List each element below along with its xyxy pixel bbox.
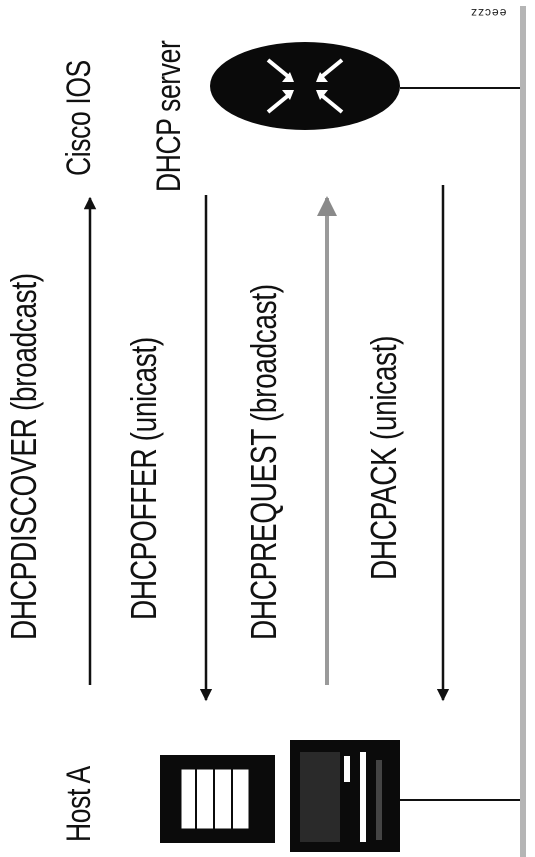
offer-mode: (unicast): [123, 337, 164, 441]
request-mode: (broadcast): [243, 284, 284, 422]
discover-name: DHCPDISCOVER: [3, 418, 44, 640]
request-name: DHCPREQUEST: [243, 429, 284, 640]
offer-name: DHCPOFFER: [123, 449, 164, 620]
server-label-line2: DHCP server: [152, 41, 186, 192]
host-label: Host A: [62, 766, 96, 842]
server-label-line1: Cisco IOS: [62, 60, 96, 176]
ack-mode: (unicast): [363, 336, 404, 440]
request-label: DHCPREQUEST (broadcast): [246, 284, 282, 640]
offer-label: DHCPOFFER (unicast): [126, 337, 162, 620]
network-bus: [520, 6, 526, 857]
discover-label: DHCPDISCOVER (broadcast): [6, 273, 42, 640]
figure-id: eeczz: [470, 6, 506, 20]
computer-icon: [160, 740, 400, 852]
ack-label: DHCPACK (unicast): [366, 336, 402, 580]
discover-mode: (broadcast): [3, 273, 44, 411]
router-icon: [210, 42, 400, 130]
ack-name: DHCPACK: [363, 448, 404, 580]
